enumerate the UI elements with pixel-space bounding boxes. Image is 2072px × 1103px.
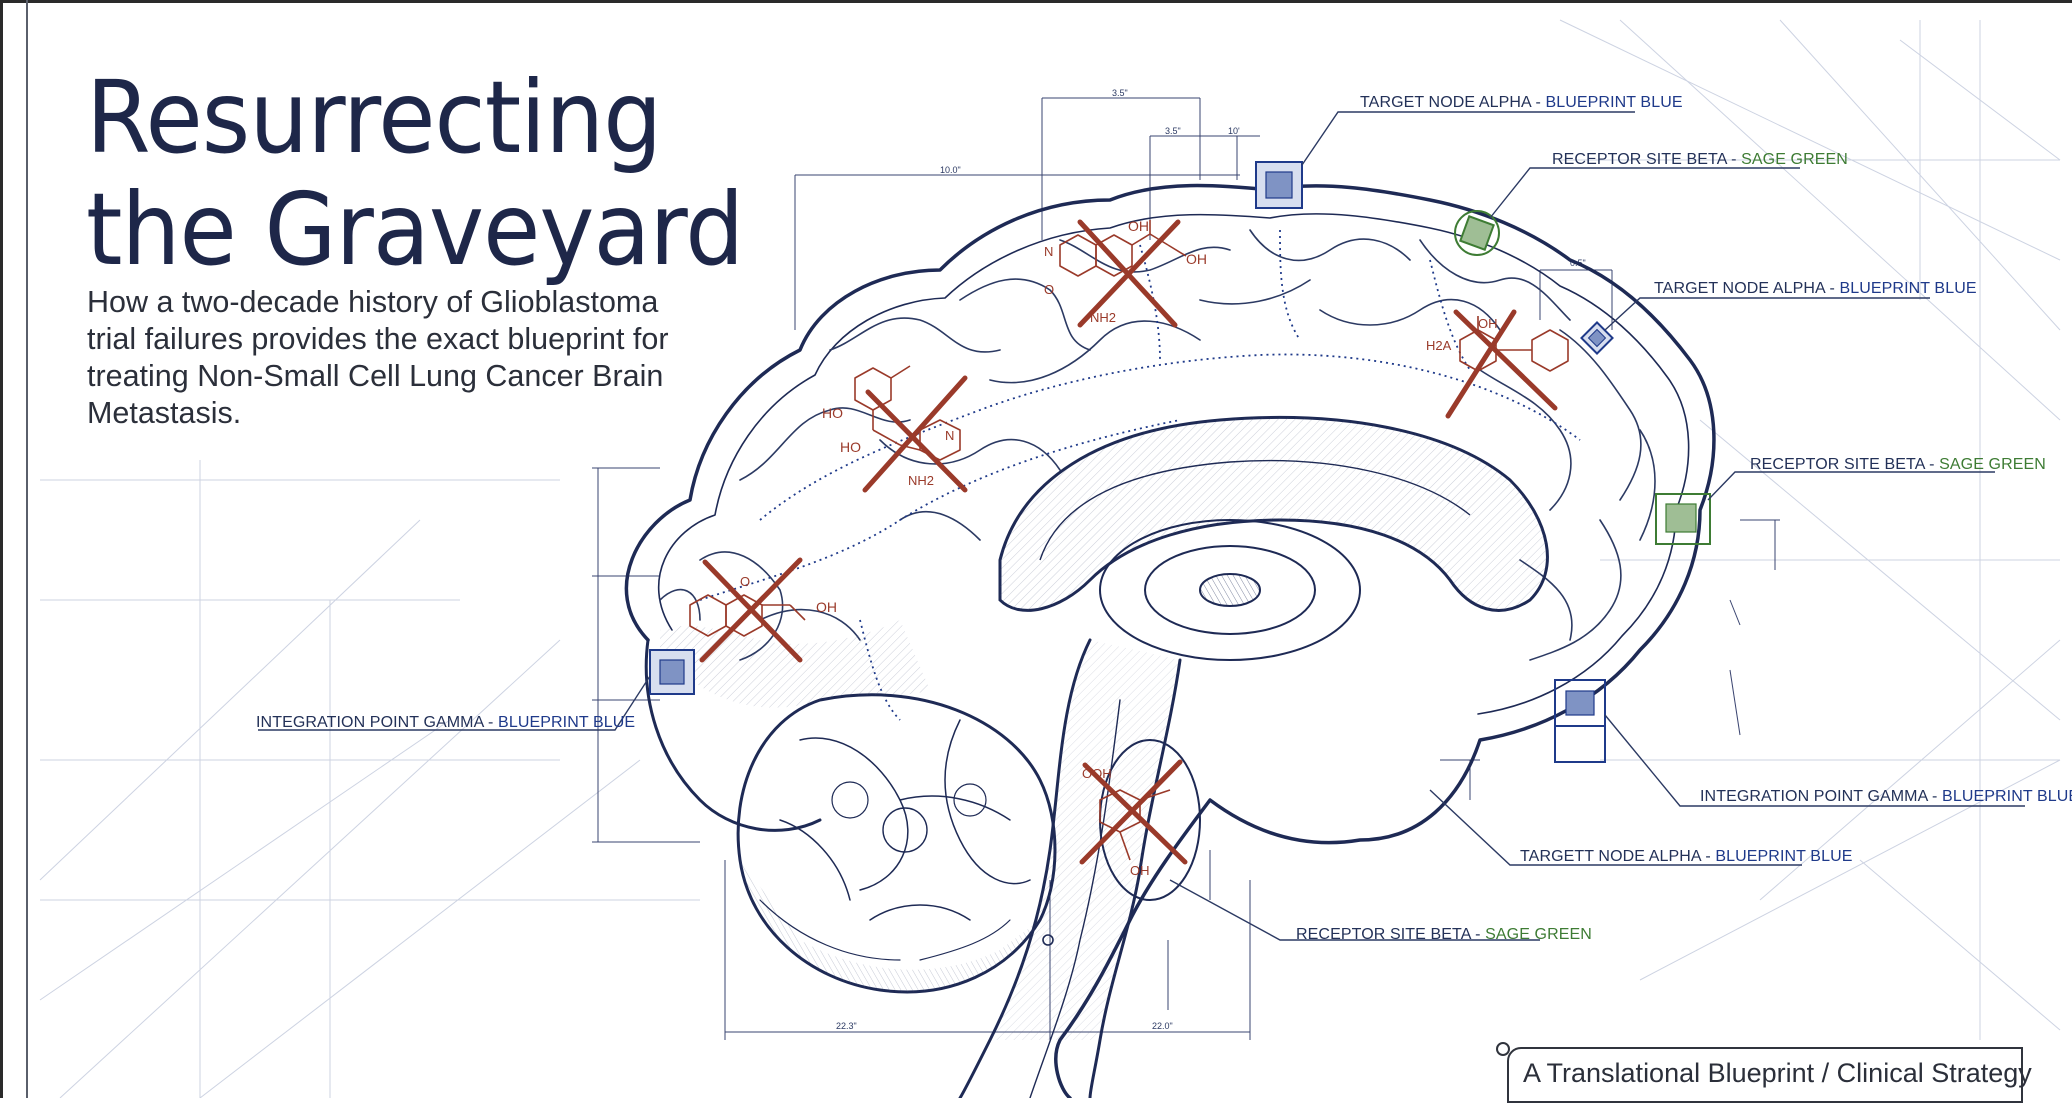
- mol-label-n-2: N: [945, 428, 954, 443]
- page-title: Resurrecting the Graveyard: [86, 59, 744, 288]
- mol-label-n-1: N: [1044, 244, 1053, 259]
- dim-label-2: 3.5": [1165, 126, 1181, 136]
- failed-molecule-3: OH O: [689, 574, 837, 637]
- callout-suffix: BLUEPRINT BLUE: [498, 714, 636, 731]
- page-subtitle: How a two-decade history of Glioblastoma…: [87, 285, 669, 430]
- callout-suffix: BLUEPRINT BLUE: [1545, 94, 1683, 111]
- red-x-4: [1445, 309, 1558, 419]
- failed-molecule-1: OH OH N O NH2: [1044, 218, 1207, 325]
- callout-suffix: BLUEPRINT BLUE: [1715, 848, 1853, 865]
- red-x-1: [1077, 219, 1181, 328]
- thalamus: [1099, 519, 1361, 661]
- callout-suffix: SAGE GREEN: [1939, 456, 2046, 473]
- callout-suffix: SAGE GREEN: [1485, 926, 1592, 943]
- callout-suffix: BLUEPRINT BLUE: [1839, 280, 1977, 297]
- mol-label-oh-5: OH: [1130, 863, 1150, 878]
- callout-prefix: TARGETT NODE ALPHA: [1520, 848, 1701, 865]
- callout-suffix: SAGE GREEN: [1741, 151, 1848, 168]
- callout-target-node-alpha-1: TARGET NODE ALPHA - BLUEPRINT BLUE: [1360, 94, 1683, 111]
- mol-label-oh-1: OH: [1128, 218, 1149, 234]
- dotted-tracts: [699, 229, 1581, 721]
- mol-label-oh-2: OH: [1186, 251, 1207, 267]
- brain-gyri: [659, 229, 1656, 661]
- callout-receptor-site-beta-2: RECEPTOR SITE BETA - SAGE GREEN: [1750, 456, 2046, 473]
- callout-prefix: RECEPTOR SITE BETA: [1296, 926, 1471, 943]
- mol-label-nh2-1: NH2: [1090, 310, 1116, 325]
- callout-prefix: INTEGRATION POINT GAMMA: [1700, 788, 1928, 805]
- callout-integration-point-gamma-2: INTEGRATION POINT GAMMA - BLUEPRINT BLUE: [1700, 788, 2072, 806]
- mol-label-nh2-2: NH2: [908, 473, 934, 488]
- footer-label: A Translational Blueprint / Clinical Str…: [1523, 1058, 2032, 1088]
- mol-label-o-2: O: [740, 574, 750, 589]
- brainstem-hatch: [990, 640, 1180, 1040]
- callout-receptor-site-beta-3: RECEPTOR SITE BETA - SAGE GREEN: [1296, 926, 1592, 943]
- callout-prefix: RECEPTOR SITE BETA: [1750, 456, 1925, 473]
- background-grid: [39, 19, 2061, 1098]
- mol-label-h2a: H2A: [1426, 338, 1452, 353]
- frame-top-line: [0, 0, 2072, 3]
- red-x-2: [862, 375, 968, 493]
- callout-targett-node-alpha: TARGETT NODE ALPHA - BLUEPRINT BLUE: [1520, 848, 1853, 865]
- dim-label-6: 22.3": [836, 1021, 857, 1031]
- leader-lines: [258, 111, 2025, 941]
- callout-integration-point-gamma-1: INTEGRATION POINT GAMMA - BLUEPRINT BLUE: [256, 714, 636, 731]
- dim-label-1: 3.5": [1112, 88, 1128, 98]
- callout-receptor-site-beta-1: RECEPTOR SITE BETA - SAGE GREEN: [1552, 151, 1848, 168]
- mol-label-ho-2: HO: [840, 439, 861, 455]
- dim-label-7: 22.0": [1152, 1021, 1173, 1031]
- callout-prefix: TARGET NODE ALPHA: [1654, 280, 1825, 297]
- sage-markers: [1454, 210, 1711, 545]
- red-x-5: [1079, 759, 1188, 865]
- mol-label-ho-1: HO: [822, 405, 843, 421]
- failed-molecule-2: HO HO NH2 N: [822, 365, 961, 488]
- callout-suffix: BLUEPRINT BLUE: [1942, 788, 2072, 805]
- dim-label-3: 10': [1228, 126, 1240, 136]
- callout-prefix: RECEPTOR SITE BETA: [1552, 151, 1727, 168]
- cerebellum-hatch: [740, 860, 1040, 992]
- frame-left-line: [0, 0, 3, 1098]
- title-line-2: the Graveyard: [86, 171, 744, 288]
- mol-label-oh-4: OH: [1478, 316, 1498, 331]
- title-line-1: Resurrecting: [86, 59, 662, 176]
- callout-prefix: INTEGRATION POINT GAMMA: [256, 714, 484, 731]
- red-x-3: [699, 557, 803, 663]
- footer-anchor-dot: [1496, 1042, 1510, 1056]
- target-markers: [649, 161, 1614, 763]
- callout-target-node-alpha-2: TARGET NODE ALPHA - BLUEPRINT BLUE: [1654, 280, 1977, 297]
- dimension-lines: [592, 97, 1780, 1040]
- dim-label-4: 10.0": [940, 165, 961, 175]
- corpus-callosum-fill: [1000, 417, 1548, 611]
- temporal-hatch: [660, 620, 930, 708]
- mol-label-o-1: O: [1044, 282, 1054, 297]
- failed-molecule-4: H2A OH: [1426, 316, 1569, 372]
- frame-left-inner-line: [26, 0, 28, 1098]
- callout-prefix: TARGET NODE ALPHA: [1360, 94, 1531, 111]
- mol-label-oh-3: OH: [816, 599, 837, 615]
- brain-outline: [624, 183, 1716, 1098]
